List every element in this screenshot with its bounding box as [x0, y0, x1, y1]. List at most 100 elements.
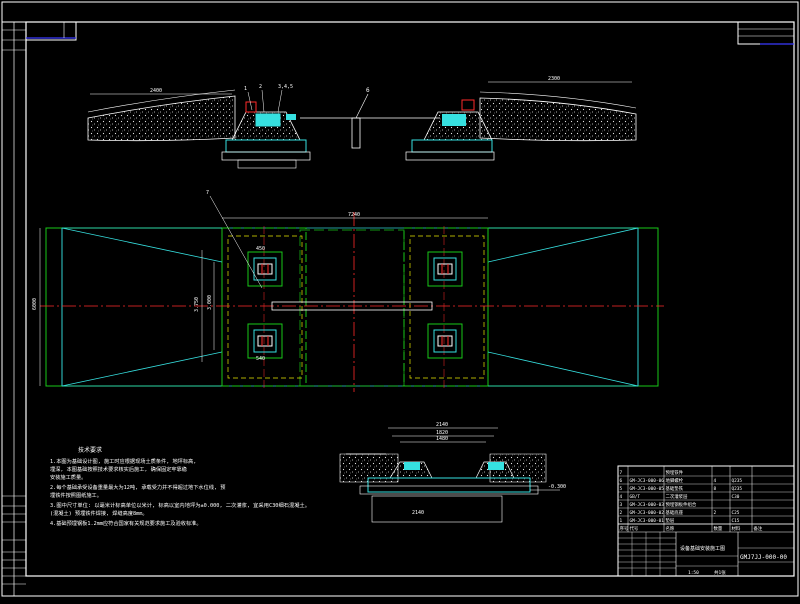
- parts-cell-mat: Q235: [732, 478, 743, 484]
- dim-top-right: 2300: [548, 76, 560, 82]
- left-embankment: [87, 95, 236, 142]
- parts-cell-qty: 2: [714, 510, 717, 516]
- detail-plate-right: [488, 462, 504, 470]
- parts-cell-no: 1: [620, 518, 623, 524]
- dim-inner-h2: 3.000: [207, 295, 213, 310]
- section-view-top: 6 2400 2300 1 2 3,4,5: [87, 76, 637, 169]
- callout-6: 6: [366, 87, 370, 94]
- top-right-code-box: [737, 21, 795, 45]
- dim-detail-inner: 1480: [436, 436, 448, 442]
- note-line: 安装施工质量。: [50, 473, 86, 481]
- parts-cell-code: GM-JC3-000-05: [630, 486, 665, 492]
- title-grid: [618, 532, 794, 576]
- plan-view: 7 7240 6000 3.750 3.000 450 540: [32, 190, 664, 392]
- note-line: 1.本图为基础设计图, 施工时应根据现场土质条件, 地坪标高,: [50, 457, 196, 465]
- dim-detail-total: 2140: [436, 422, 448, 428]
- note-line: 埋铁件按照图纸施工。: [50, 491, 102, 499]
- drawing-number: GMJ7JJ-000-00: [740, 554, 787, 561]
- parts-cell-code: GM-JC3-000-06: [630, 478, 665, 484]
- drawing-scale: 1:50: [688, 570, 699, 576]
- right-yellow-outline: [409, 235, 485, 379]
- parts-cell-name: 预埋铁件: [666, 469, 684, 476]
- left-embedded-plate: [255, 113, 281, 127]
- parts-cell-mat: Q235: [732, 486, 743, 492]
- callout-leader-2: [261, 89, 265, 113]
- parts-headers: 序号代号名称数量材料备注: [620, 525, 763, 532]
- parts-cell-no: 2: [620, 510, 623, 516]
- parts-header-1: 代号: [630, 525, 639, 532]
- detail-elevation: -0.300: [548, 484, 566, 490]
- left-embankment-top-line: [87, 89, 236, 113]
- note-line: 4.基础预埋钢板1.2mm应符合国家有关规范要求施工及验收标准。: [50, 519, 202, 527]
- detail-base: [367, 477, 531, 493]
- note-line: (混凝土) 预埋铁件焊接, 焊缝高度8mm。: [50, 509, 148, 517]
- left-pad: [286, 114, 296, 120]
- plan-green-outline: [45, 227, 659, 387]
- plan-cyan-taper-right: [487, 227, 639, 387]
- drawing-sheet: 共1张: [714, 569, 726, 576]
- right-embedded-plate: [442, 114, 466, 126]
- embedded-plate-sw: [247, 323, 283, 359]
- right-embankment: [479, 97, 637, 142]
- top-left-code-box: [25, 21, 77, 41]
- parts-cell-code: GM-JC3-000-02: [630, 510, 665, 516]
- dim-inner-h1: 3.750: [194, 297, 200, 312]
- parts-cell-no: 6: [620, 478, 623, 484]
- parts-header-5: 备注: [754, 525, 763, 532]
- parts-cell-name: 垫层: [666, 517, 675, 524]
- detail-bed: [359, 485, 539, 495]
- technical-notes: 技术要求 1.本图为基础设计图, 施工时应根据现场土质条件, 地坪标高, 埋深,…: [50, 446, 310, 527]
- right-bolt-marker: [461, 99, 475, 111]
- dim-pad-width-bottom: 540: [256, 356, 265, 362]
- dim-detail-bottom: 2140: [412, 510, 424, 516]
- parts-cell-code: GB/T: [630, 494, 641, 500]
- callout-7: 7: [206, 190, 209, 196]
- note-line: 埋深, 本图基础按照技术要求核实后施工, 确保固定牢靠稳: [50, 465, 187, 473]
- parts-cell-qty: 4: [714, 478, 717, 484]
- parts-cell-code: GM-JC3-000-01: [630, 518, 665, 524]
- plan-cyan-rect: [61, 227, 639, 387]
- detail-section: 2140 1820 1480 -0.300 2140: [339, 422, 566, 523]
- parts-header-3: 数量: [714, 525, 723, 532]
- drawing-title: 设备基础安装施工图: [680, 545, 725, 552]
- embedded-plate-se: [427, 323, 463, 359]
- left-bolt-marker: [245, 101, 257, 113]
- embedded-plate-nw: [247, 251, 283, 287]
- dim-plan-width: 7240: [348, 212, 360, 218]
- parts-cell-no: 7: [620, 470, 623, 476]
- callout-leader-6: [355, 93, 369, 119]
- callout-2: 2: [259, 84, 262, 90]
- parts-cell-name: 基础垫铁: [666, 485, 684, 492]
- revision-block: [2, 559, 26, 585]
- left-yellow-outline: [227, 235, 303, 379]
- embedded-plate-ne: [427, 251, 463, 287]
- callout-leader-7: [209, 195, 263, 289]
- parts-cell-mat: C30: [732, 494, 740, 500]
- parts-cell-no: 4: [620, 494, 623, 500]
- note-line: 2.每个基础承受设备重量最大为12吨, 承载受力并不得超过地下水位线, 预: [50, 483, 225, 491]
- center-post: [351, 117, 361, 149]
- parts-cell-qty: 8: [714, 486, 717, 492]
- left-strip-boxes: [2, 29, 26, 553]
- right-foundation-base: [411, 139, 493, 153]
- callout-1: 1: [244, 86, 247, 92]
- dim-detail-mid: 1820: [436, 430, 448, 436]
- parts-cell-code: GM-JC3-000-03: [630, 502, 665, 508]
- right-bed-layer: [405, 151, 495, 161]
- callout-leader-1: [247, 91, 253, 111]
- left-bed-layer: [221, 151, 311, 161]
- right-embankment-top-line: [479, 91, 637, 109]
- callout-leader-3: [277, 89, 283, 113]
- parts-cell-name: 二次灌浆层: [666, 493, 689, 500]
- parts-cell-name: 基础底座: [666, 509, 684, 516]
- left-dim-box: [237, 159, 297, 169]
- dim-pad-width-top: 450: [256, 246, 265, 252]
- callout-3: 3,4,5: [278, 84, 293, 90]
- notes-title: 技术要求: [78, 446, 102, 454]
- parts-cell-mat: C15: [732, 518, 740, 524]
- parts-cell-no: 5: [620, 486, 623, 492]
